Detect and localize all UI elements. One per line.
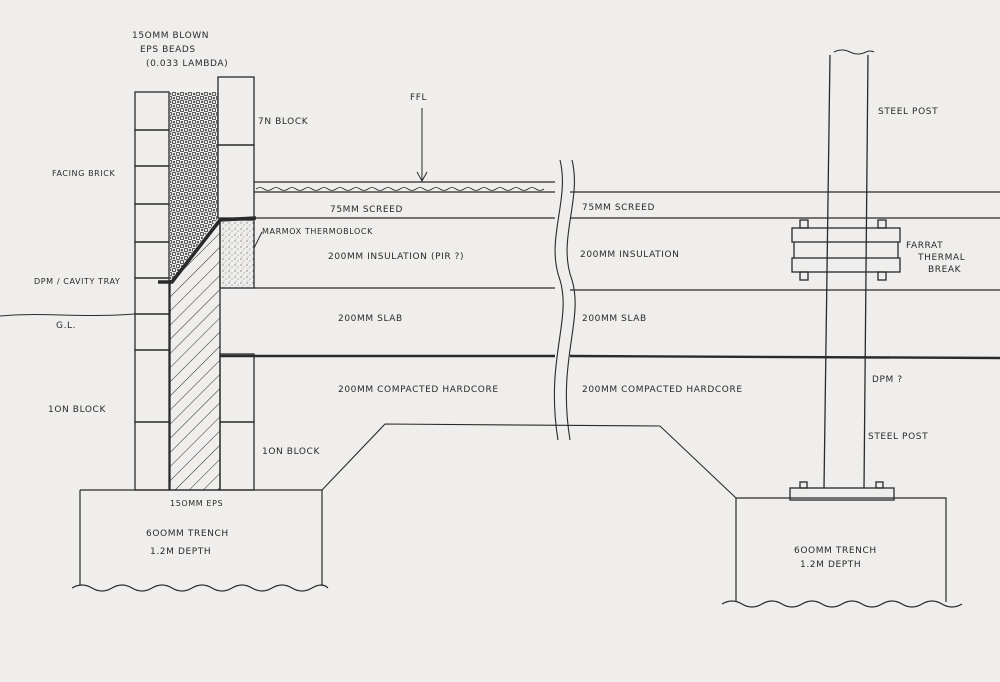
inner-7n-block-leaf [217, 76, 255, 219]
slab-label-right: 200MM SLAB [582, 314, 647, 324]
farrat-label-line1: FARRAT [906, 241, 944, 251]
block-10n-label-right: 1ON BLOCK [262, 447, 320, 457]
floor-layers-left [220, 181, 555, 358]
right-trench-label-line1: 6OOMM TRENCH [794, 546, 877, 556]
ground-level-line [0, 313, 136, 317]
farrat-label-line2: THERMAL [918, 253, 966, 263]
farrat-thermal-break [791, 219, 901, 281]
hardcore-profile [321, 423, 737, 499]
marmox-label: MARMOX THERMOBLOCK [262, 227, 373, 236]
eps-beads-label-line3: (0.033 LAMBDA) [146, 59, 229, 69]
left-trench-ground [71, 584, 329, 592]
left-trench-label-line1: 6OOMM TRENCH [146, 529, 229, 539]
cavity-tray [158, 216, 257, 284]
eps-bead-fill [170, 92, 218, 282]
hardcore-label-left: 200MM COMPACTED HARDCORE [338, 385, 499, 395]
slab-label-left: 200MM SLAB [338, 314, 403, 324]
right-trench [735, 497, 947, 602]
post-base-plate [789, 481, 895, 501]
left-trench [79, 489, 323, 586]
right-trench-ground [721, 600, 963, 608]
farrat-label-line3: BREAK [928, 265, 962, 275]
ffl-arrow-head [416, 171, 428, 183]
block-7n-label: 7N BLOCK [258, 117, 309, 127]
marmox-leader [253, 231, 263, 249]
screed-label-right: 75MM SCREED [582, 203, 655, 213]
ffl-label: FFL [410, 93, 428, 103]
steel-post-label-top: STEEL POST [878, 107, 939, 117]
inner-10n-block-leaf [219, 353, 255, 491]
break-line-right [565, 159, 576, 441]
dpm-cavity-tray-label: DPM / CAVITY TRAY [34, 277, 121, 286]
steel-post [823, 49, 875, 489]
ground-level-label: G.L. [56, 321, 77, 331]
steel-post-label-lower: STEEL POST [868, 432, 929, 442]
hardcore-label-right: 200MM COMPACTED HARDCORE [582, 385, 743, 395]
right-trench-label-line2: 1.2M DEPTH [800, 560, 862, 570]
insulation-label-left: 200MM INSULATION (PIR ?) [328, 252, 465, 262]
dpm-query-label: DPM ? [872, 375, 903, 385]
eps-150-label: 15OMM EPS [170, 499, 224, 508]
marmox-thermoblock [219, 219, 255, 289]
insulation-label-right: 200MM INSULATION [580, 250, 680, 260]
floor-layers-right [569, 191, 1000, 360]
facing-brick-label: FACING BRICK [52, 169, 116, 178]
facing-brick-leaf [134, 91, 170, 491]
block-10n-label-left: 1ON BLOCK [48, 405, 106, 415]
break-line-left [553, 159, 564, 441]
left-trench-label-line2: 1.2M DEPTH [150, 547, 212, 557]
eps-beads-label-line1: 15OMM BLOWN [132, 31, 210, 41]
screed-label-left: 75MM SCREED [330, 205, 403, 215]
eps-beads-label-line2: EPS BEADS [140, 45, 196, 55]
